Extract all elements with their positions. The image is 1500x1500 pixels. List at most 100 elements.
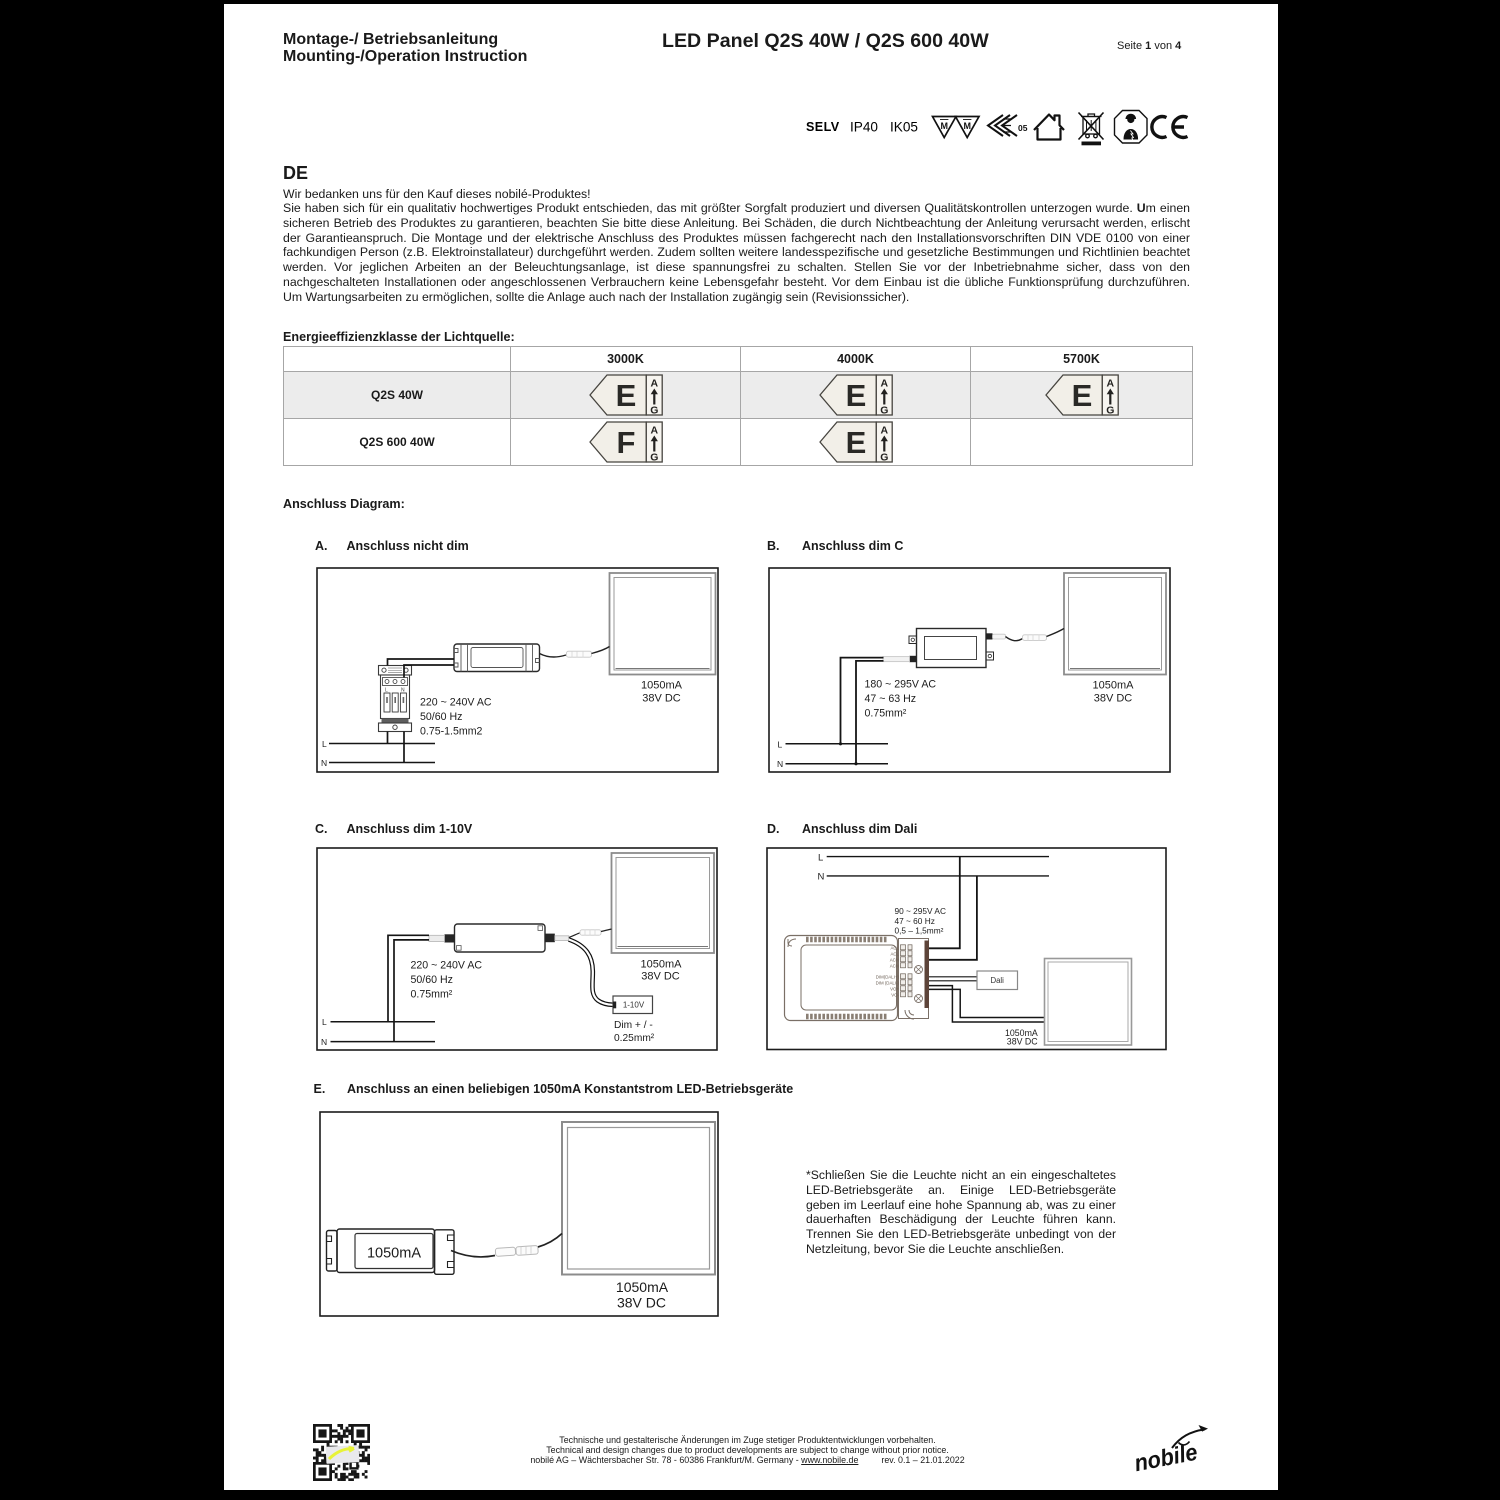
svg-text:M: M — [940, 121, 948, 131]
led-panel-symbol — [1043, 957, 1133, 1046]
led-panel-symbol — [1063, 572, 1167, 676]
line-n-label: N — [321, 1037, 327, 1047]
led-driver-symbol — [453, 643, 541, 673]
language-code: DE — [283, 163, 309, 183]
dim-box: 1-10V — [612, 995, 654, 1015]
svg-text:DIM (DALI-): DIM (DALI-) — [876, 980, 900, 985]
panel-spec: 1050mA — [641, 680, 683, 692]
diagram-d-id: D. — [767, 822, 780, 836]
spec-text: 47 ~ 60 Hz — [895, 916, 935, 926]
electrician-octagon-icon — [1113, 109, 1148, 144]
row-label: Q2S 40W — [284, 372, 511, 419]
spec-text: 180 ~ 295V AC — [865, 679, 937, 691]
doc-title: Montage-/ Betriebsanleitung Mounting-/Op… — [283, 31, 527, 65]
enec-mark-icon: 05 — [986, 114, 1028, 137]
line-n-label: N — [818, 872, 825, 883]
certification-icons: SELV IP40 IK05 M M 05 — [806, 109, 1189, 146]
panel-spec: 38V DC — [617, 1294, 666, 1310]
wires — [329, 658, 454, 764]
dali-bus-box: Dali — [976, 970, 1019, 991]
spec-text: 0,5 – 1,5mm² — [895, 926, 944, 936]
dali-driver-symbol: ACL ACL ACN ACN DIM(DALI+) DIM (DALI-) V… — [783, 934, 929, 1022]
svg-text:ACN: ACN — [890, 963, 899, 968]
revision-label: rev. 0.1 – 21.01.2022 — [881, 1455, 965, 1466]
warning-note: *Schließen Sie die Leuchte nicht an ein … — [806, 1168, 1116, 1257]
line-l-label: L — [322, 739, 327, 749]
led-panel-symbol — [561, 1121, 716, 1276]
diagram-a-title: Anschluss nicht dim — [346, 539, 469, 553]
panel-cable — [568, 928, 612, 939]
panel-spec: 38V DC — [1094, 693, 1133, 705]
energy-table-heading: Energieeffizienzklasse der Lichtquelle: — [283, 330, 515, 344]
panel-spec: 38V DC — [1007, 1037, 1038, 1047]
energy-class-cell — [971, 419, 1193, 466]
panel-spec: 1050mA — [641, 959, 683, 971]
website-link[interactable]: www.nobile.de — [801, 1455, 859, 1466]
line-l-label: L — [322, 1017, 327, 1027]
intro-line: fachkundigen Person (z.B. Elektroinstall… — [283, 245, 1190, 260]
panel-cable — [450, 1232, 563, 1258]
svg-text:N: N — [401, 688, 405, 694]
diagram-e-title: Anschluss an einen beliebigen 1050mA Kon… — [347, 1082, 794, 1096]
scale-bottom-letter: G — [650, 405, 658, 416]
diagram-b-title: Anschluss dim C — [802, 539, 904, 553]
logo-arrowhead — [1198, 1425, 1208, 1432]
product-title: LED Panel Q2S 40W / Q2S 600 40W — [662, 30, 989, 52]
warning-note-line: Trennen Sie den LED-Betriebsgeräte unbed… — [806, 1227, 1116, 1242]
intro-line: Um Wartungsarbeiten zu ermöglichen, soll… — [283, 289, 910, 304]
energy-class-letter: F — [616, 425, 635, 460]
scale-top-letter: A — [880, 378, 888, 390]
scale-bottom-letter: G — [650, 452, 658, 463]
table-corner-cell — [284, 347, 511, 372]
footer-line-en: Technical and design changes due to prod… — [546, 1445, 949, 1455]
line-n-label: N — [777, 759, 783, 769]
diagram-c: L N 1-10V 220 ~ 240V AC 50/60 Hz 0.75mm²… — [316, 847, 718, 1051]
terminal-labels: ACL ACL ACN ACN DIM(DALI+) DIM (DALI-) V… — [876, 945, 900, 997]
led-driver-symbol — [908, 627, 994, 669]
indoor-use-house-icon — [1033, 113, 1065, 141]
warning-note-line: dauerhaften Beschädigung der Leuchte füh… — [806, 1212, 1116, 1227]
intro-line: sicheren Betrieb des Produktes zu garant… — [283, 215, 1190, 230]
line-n-label: N — [321, 758, 327, 768]
spec-text: 50/60 Hz — [420, 711, 462, 723]
dim-box-label: 1-10V — [623, 1001, 645, 1010]
ce-mark-icon — [1150, 114, 1189, 140]
svg-text:ACL: ACL — [890, 951, 899, 956]
diagram-a-id: A. — [315, 539, 328, 553]
energy-class-letter: E — [845, 425, 866, 460]
weee-crossed-bin-icon — [1077, 111, 1105, 146]
diagram-d: L N — [766, 847, 1167, 1051]
panel-cable — [992, 627, 1065, 642]
scale-top-letter: A — [650, 378, 658, 390]
spec-text: 90 ~ 295V AC — [895, 906, 946, 916]
panel-cable — [539, 645, 610, 658]
warning-note-line: *Schließen Sie die Leuchte nicht an ein … — [806, 1168, 1116, 1182]
logo-text: nobile — [1132, 1439, 1199, 1477]
intro-paragraph: Wir bedanken uns für den Kauf dieses nob… — [283, 187, 1190, 305]
led-driver-symbol: 1050mA — [325, 1228, 455, 1276]
spec-text: 50/60 Hz — [411, 974, 453, 986]
column-header: 4000K — [741, 347, 971, 372]
dali-box-label: Dali — [990, 976, 1004, 985]
energy-class-letter: E — [845, 378, 866, 413]
scale-top-letter: A — [1106, 378, 1114, 390]
footer-line-address: nobilé AG – Wächtersbacher Str. 78 - 603… — [530, 1455, 965, 1466]
svg-text:L: L — [385, 688, 388, 694]
diagram-c-title: Anschluss dim 1-10V — [346, 822, 473, 836]
wires — [330, 934, 435, 1043]
dim-note: 0.25mm² — [614, 1033, 655, 1044]
diagram-d-title: Anschluss dim Dali — [802, 822, 918, 836]
warning-note-line: Netzleitung, bevor Sie die Leuchte ansch… — [806, 1241, 1065, 1256]
junction-box-symbol: L N — [377, 664, 413, 733]
spec-text: 0.75mm² — [411, 989, 453, 1001]
ip-rating-label: IP40 — [850, 120, 878, 135]
